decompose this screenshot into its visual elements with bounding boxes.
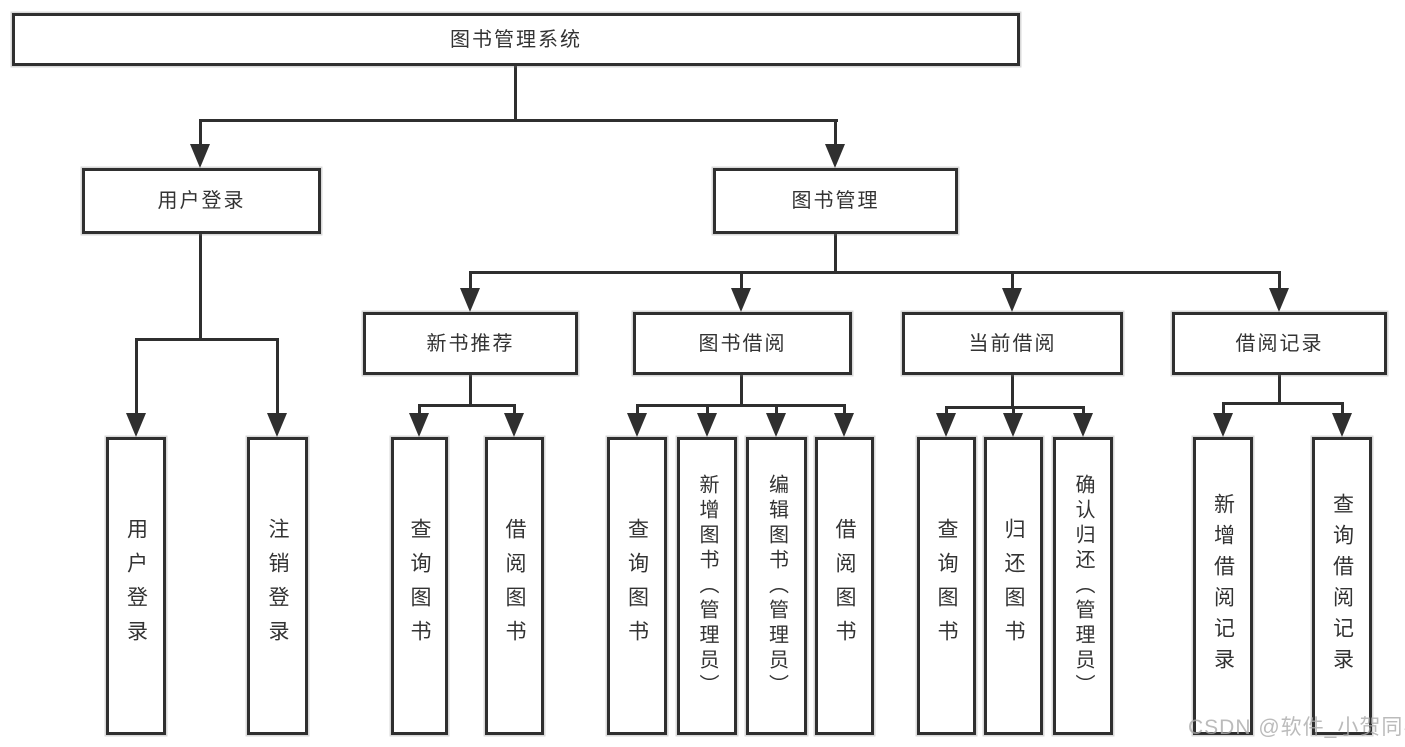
tree-hline <box>1222 402 1344 405</box>
tree-vline <box>740 375 743 406</box>
leaf-label: 新增图书（管理员） <box>696 473 718 699</box>
node-book-borrow: 图书借阅 <box>633 312 852 375</box>
leaf-borrow-book: 借阅图书 <box>485 437 544 735</box>
node-book-mgmt-label: 图书管理 <box>791 190 880 212</box>
tree-vline <box>1011 375 1014 408</box>
tree-hline <box>469 271 1281 274</box>
arrowhead-down-icon <box>1269 288 1289 312</box>
leaf-label: 借阅图书 <box>503 518 526 654</box>
arrowhead-down-icon <box>1003 413 1023 437</box>
arrowhead-down-icon <box>1002 288 1022 312</box>
tree-vline <box>843 404 846 418</box>
node-current-borrow: 当前借阅 <box>902 312 1123 375</box>
node-book-mgmt: 图书管理 <box>713 168 958 234</box>
leaf-label: 归还图书 <box>1002 518 1025 654</box>
tree-vline <box>513 404 516 418</box>
tree-vline <box>740 271 743 293</box>
leaf-label: 用户登录 <box>124 518 148 654</box>
leaf-add-borrow-record: 新增借阅记录 <box>1193 437 1253 735</box>
arrowhead-down-icon <box>936 413 956 437</box>
leaf-query-book: 查询图书 <box>391 437 448 735</box>
tree-vline <box>834 234 837 273</box>
arrowhead-down-icon <box>1213 413 1233 437</box>
leaf-label: 编辑图书（管理员） <box>765 473 788 699</box>
tree-vline <box>276 338 279 418</box>
tree-vline <box>469 271 472 293</box>
leaf-label: 新增借阅记录 <box>1211 493 1235 679</box>
node-borrow-record: 借阅记录 <box>1172 312 1387 375</box>
node-label: 当前借阅 <box>968 332 1057 355</box>
tree-vline <box>1278 271 1281 293</box>
tree-vline <box>1011 271 1014 293</box>
node-label: 图书借阅 <box>698 332 787 355</box>
arrowhead-down-icon <box>825 144 845 168</box>
leaf-query-book: 查询图书 <box>917 437 976 735</box>
tree-vline <box>1222 402 1225 418</box>
arrowhead-down-icon <box>504 413 524 437</box>
leaf-label: 查询图书 <box>408 518 431 654</box>
arrowhead-down-icon <box>409 413 429 437</box>
node-user-login: 用户登录 <box>82 168 321 234</box>
leaf-label: 借阅图书 <box>833 518 856 654</box>
leaf-query-borrow-record: 查询借阅记录 <box>1312 437 1372 735</box>
tree-vline <box>945 406 948 418</box>
leaf-label: 查询图书 <box>935 518 958 654</box>
arrowhead-down-icon <box>190 144 210 168</box>
leaf-label: 确认归还（管理员） <box>1072 473 1094 699</box>
arrowhead-down-icon <box>1073 413 1093 437</box>
leaf-edit-book-admin: 编辑图书（管理员） <box>746 437 807 735</box>
leaf-add-book-admin: 新增图书（管理员） <box>677 437 737 735</box>
node-user-login-label: 用户登录 <box>157 190 246 212</box>
leaf-label: 查询借阅记录 <box>1330 493 1354 679</box>
tree-vline <box>1341 402 1344 418</box>
leaf-borrow-book: 借阅图书 <box>815 437 874 735</box>
leaf-user-login: 用户登录 <box>106 437 166 735</box>
arrowhead-down-icon <box>267 413 287 437</box>
arrowhead-down-icon <box>834 413 854 437</box>
leaf-label: 查询图书 <box>625 518 649 654</box>
node-label: 新书推荐 <box>426 332 515 355</box>
tree-vline <box>514 66 517 121</box>
node-new-book-recommend: 新书推荐 <box>363 312 578 375</box>
arrowhead-down-icon <box>697 413 717 437</box>
arrowhead-down-icon <box>126 413 146 437</box>
node-root-label: 图书管理系统 <box>450 28 582 51</box>
node-label: 借阅记录 <box>1235 332 1324 355</box>
leaf-confirm-return-admin: 确认归还（管理员） <box>1053 437 1113 735</box>
tree-vline <box>775 404 778 418</box>
tree-hline <box>418 404 516 407</box>
leaf-label: 注销登录 <box>266 518 289 654</box>
arrowhead-down-icon <box>766 413 786 437</box>
leaf-return-book: 归还图书 <box>984 437 1043 735</box>
tree-vline <box>1012 406 1015 418</box>
tree-hline <box>636 404 846 407</box>
arrowhead-down-icon <box>627 413 647 437</box>
tree-vline <box>199 119 202 149</box>
tree-vline <box>469 375 472 406</box>
leaf-query-book: 查询图书 <box>607 437 667 735</box>
tree-vline <box>1082 406 1085 418</box>
tree-hline <box>135 338 279 341</box>
tree-vline <box>834 119 837 149</box>
tree-vline <box>418 404 421 418</box>
leaf-logout: 注销登录 <box>247 437 308 735</box>
tree-hline <box>199 119 838 122</box>
tree-vline <box>706 404 709 418</box>
arrowhead-down-icon <box>460 288 480 312</box>
tree-vline <box>1278 375 1281 404</box>
arrowhead-down-icon <box>731 288 751 312</box>
node-root: 图书管理系统 <box>12 13 1020 66</box>
tree-vline <box>135 338 138 418</box>
arrowhead-down-icon <box>1332 413 1352 437</box>
csdn-watermark: CSDN @软件_小贺同学 <box>1188 716 1405 739</box>
tree-vline <box>199 234 202 340</box>
tree-vline <box>636 404 639 418</box>
